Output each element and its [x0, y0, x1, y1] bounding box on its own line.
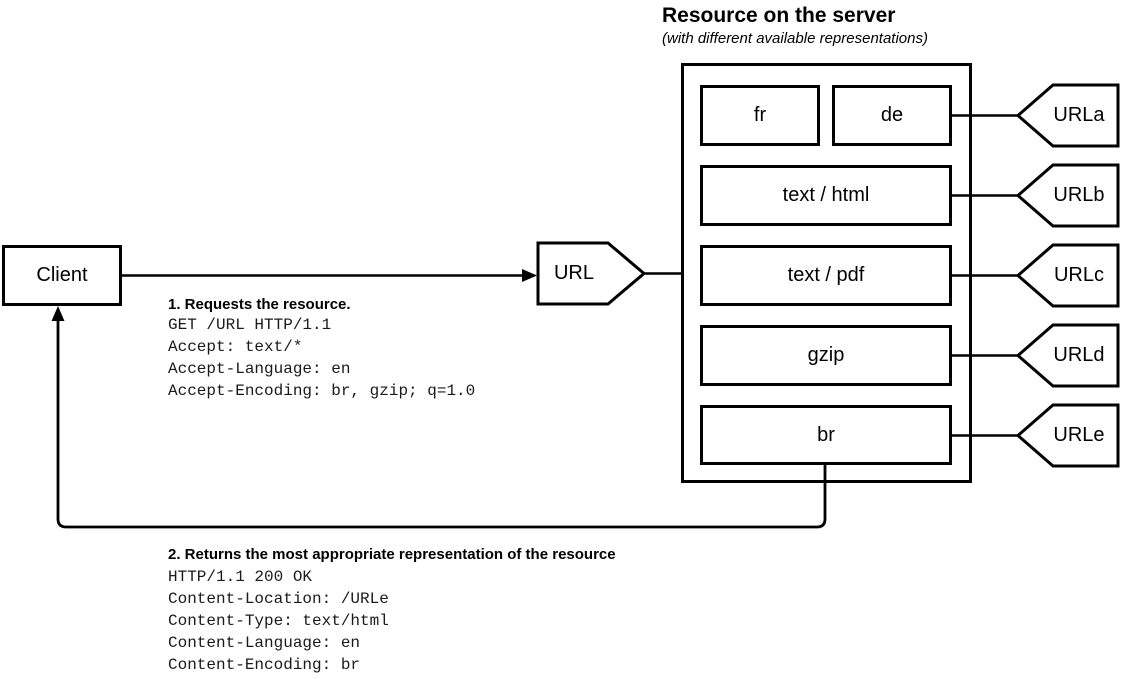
response-arrowhead-icon	[51, 306, 65, 321]
representation-box-text-pdf: text / pdf	[700, 245, 952, 306]
representation-box-de: de	[832, 85, 952, 146]
url-tag-label-d: URLd	[1053, 344, 1105, 366]
url-tag-shape-d	[1015, 323, 1120, 388]
response-http-line: Content-Encoding: br	[168, 656, 361, 674]
url-tag-label-a: URLa	[1053, 104, 1105, 126]
representation-box-br: br	[700, 405, 952, 465]
server-title: Resource on the server	[662, 4, 896, 27]
request-http-line: GET /URL HTTP/1.1	[168, 316, 332, 334]
representation-label: de	[880, 104, 904, 126]
response-http-line: Content-Language: en	[168, 634, 361, 652]
url-tag-shape-b	[1015, 163, 1120, 228]
url-node-shape	[536, 241, 647, 306]
url-tag-label-e: URLe	[1053, 424, 1105, 446]
request-http-line: Accept-Encoding: br, gzip; q=1.0	[168, 382, 476, 400]
representation-label: br	[817, 423, 835, 446]
response-http-line: Content-Location: /URLe	[168, 590, 389, 608]
client-box: Client	[2, 245, 122, 306]
response-http-line: HTTP/1.1 200 OK	[168, 568, 313, 586]
server-subtitle: (with different available representation…	[662, 30, 928, 47]
url-tag-shape-e	[1015, 403, 1120, 468]
url-tag-shape-c	[1015, 243, 1120, 308]
request-http-line: Accept: text/*	[168, 338, 303, 356]
url-tag-label-c: URLc	[1053, 264, 1104, 286]
representation-box-text-html: text / html	[700, 165, 952, 226]
response-http-line: Content-Type: text/html	[168, 612, 389, 630]
representation-label: text / html	[782, 184, 870, 206]
representation-label: fr	[753, 104, 767, 126]
representation-label: gzip	[807, 344, 845, 366]
url-tag-label-b: URLb	[1053, 184, 1105, 206]
url-node-label: URL	[553, 262, 594, 284]
server-box	[681, 63, 972, 483]
url-tag-shape-a	[1015, 83, 1120, 148]
representation-box-gzip: gzip	[700, 325, 952, 386]
response-return-line	[56, 320, 827, 529]
client-label: Client	[36, 264, 88, 286]
representation-box-fr: fr	[700, 85, 820, 146]
request-arrowhead-icon	[522, 269, 537, 282]
representation-label: text / pdf	[787, 264, 865, 286]
response-step-label: 2. Returns the most appropriate represen…	[168, 546, 616, 563]
request-http-line: Accept-Language: en	[168, 360, 351, 378]
request-step-label: 1. Requests the resource.	[168, 296, 351, 313]
